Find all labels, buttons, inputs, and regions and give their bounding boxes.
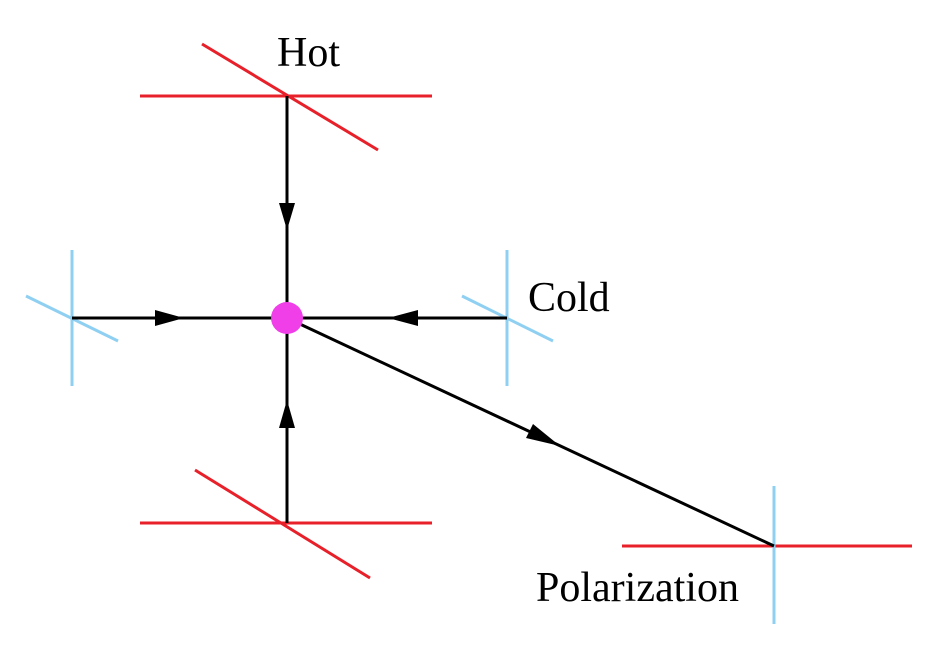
polarization-fixed-point bbox=[622, 486, 912, 624]
polarization-label: Polarization bbox=[536, 565, 739, 611]
hot-top-diagonal-line bbox=[201, 42, 379, 152]
arrow-down-icon bbox=[279, 203, 295, 230]
arrow-left-icon bbox=[388, 310, 418, 326]
hot-label: Hot bbox=[277, 30, 340, 76]
arrow-diagonal-icon bbox=[526, 424, 560, 446]
cold-right-diagonal-line bbox=[461, 294, 554, 343]
cold-label: Cold bbox=[528, 275, 610, 321]
arrow-right-icon bbox=[155, 310, 184, 326]
arrow-up-icon bbox=[279, 400, 295, 428]
central-fixed-point bbox=[271, 302, 303, 334]
hot-bottom-diagonal-line bbox=[194, 468, 371, 580]
